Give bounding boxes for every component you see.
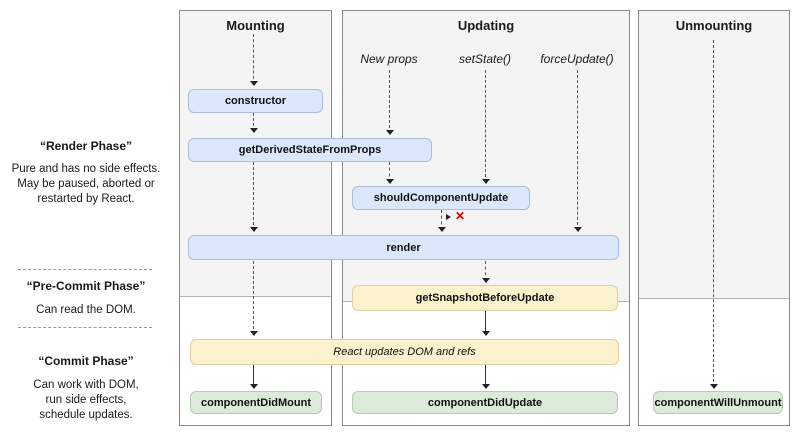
node-getsnapshotbeforeupdate: getSnapshotBeforeUpdate bbox=[352, 285, 618, 311]
trigger-new-props: New props bbox=[360, 52, 418, 66]
arrow-unmounting-to-willunmount bbox=[710, 40, 718, 389]
node-render: render bbox=[188, 235, 619, 260]
pre-commit-phase-title: “Pre-Commit Phase” bbox=[26, 279, 146, 293]
arrow-mounting-to-constructor bbox=[250, 34, 258, 86]
column-title-mounting: Mounting bbox=[226, 18, 285, 33]
column-title-unmounting: Unmounting bbox=[675, 18, 753, 33]
node-componentwillunmount: componentWillUnmount bbox=[653, 391, 783, 414]
cancel-x-icon: ✕ bbox=[455, 209, 466, 223]
reject-branch-arrow-icon bbox=[446, 214, 451, 220]
node-getderivedstatefromprops: getDerivedStateFromProps bbox=[188, 138, 432, 162]
commit-phase-title: “Commit Phase” bbox=[38, 354, 134, 368]
phase-divider bbox=[18, 327, 152, 328]
phase-divider bbox=[18, 269, 152, 270]
arrow-setstate-to-shouldupdate bbox=[482, 70, 490, 184]
arrow-getderivedstate-to-render-mounting bbox=[250, 162, 258, 232]
commit-phase-description: Can work with DOM, run side effects, sch… bbox=[33, 379, 139, 421]
arrow-render-to-reactupdates-mounting bbox=[250, 261, 258, 336]
arrow-render-to-getsnapshot bbox=[482, 261, 490, 283]
render-phase-shade bbox=[639, 11, 789, 299]
node-constructor: constructor bbox=[188, 89, 323, 113]
node-react-updates-dom: React updates DOM and refs bbox=[190, 339, 619, 365]
arrow-reactupdates-to-didupdate bbox=[482, 365, 490, 389]
node-shouldcomponentupdate: shouldComponentUpdate bbox=[352, 186, 530, 210]
render-phase-title: “Render Phase” bbox=[39, 139, 133, 153]
node-componentdidupdate: componentDidUpdate bbox=[352, 391, 618, 414]
column-unmounting: Unmounting bbox=[638, 10, 790, 426]
trigger-set-state: setState() bbox=[458, 52, 512, 66]
node-componentdidmount: componentDidMount bbox=[190, 391, 322, 414]
arrow-reactupdates-to-didmount bbox=[250, 365, 258, 389]
arrow-shouldupdate-to-render bbox=[438, 210, 446, 232]
trigger-force-update: forceUpdate() bbox=[540, 52, 614, 66]
column-title-updating: Updating bbox=[457, 18, 515, 33]
arrow-constructor-to-getderivedstate bbox=[250, 113, 258, 133]
render-phase-description: Pure and has no side effects. May be pau… bbox=[11, 163, 161, 205]
arrow-newprops-to-getderivedstate bbox=[386, 70, 394, 135]
pre-commit-phase-description: Can read the DOM. bbox=[36, 304, 136, 316]
arrow-getsnapshot-to-reactupdates bbox=[482, 311, 490, 336]
arrow-getderivedstate-to-shouldupdate bbox=[386, 162, 394, 184]
arrow-forceupdate-to-render bbox=[574, 70, 582, 232]
